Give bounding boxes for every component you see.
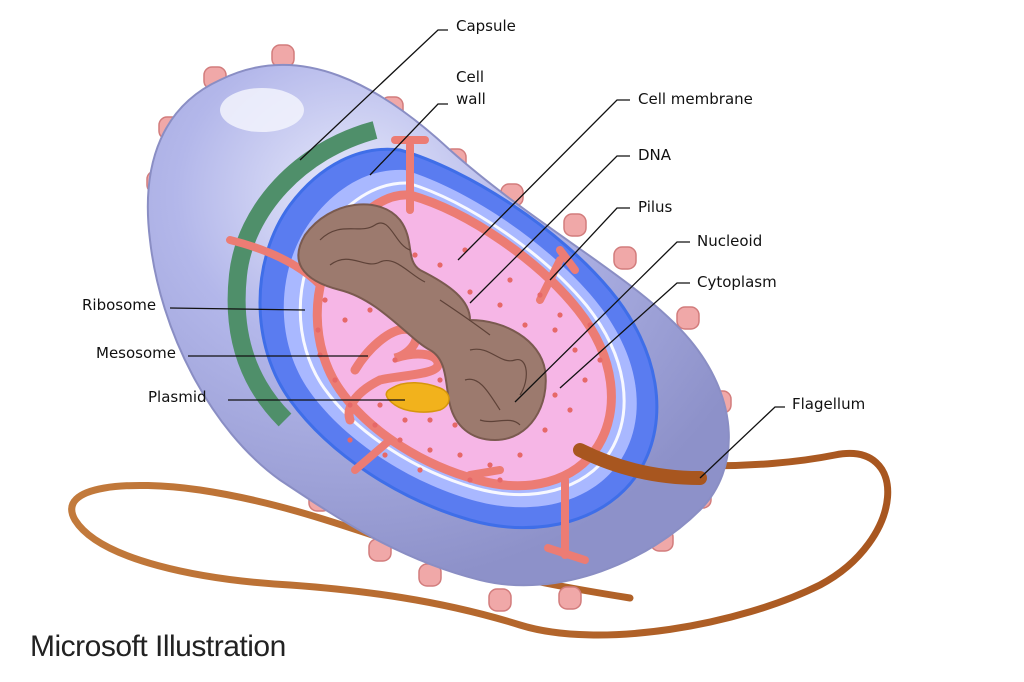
ribosome-dot	[332, 377, 338, 383]
ribosome-dot	[397, 437, 403, 443]
ribosome-dot	[487, 462, 493, 468]
ribosome-dot	[522, 322, 528, 328]
cell-wall-outer	[227, 121, 378, 427]
ribosome-dot	[315, 327, 321, 333]
ribosome-dot	[322, 297, 328, 303]
label-nucleoid: Nucleoid	[697, 232, 762, 250]
ribosome-dot	[342, 317, 348, 323]
ribosome-dot	[557, 312, 563, 318]
ribosome-dot	[437, 262, 443, 268]
membrane-folds	[226, 136, 589, 564]
label-cell-wall-line2: wall	[456, 90, 486, 108]
label-cell-wall-line1: Cell	[456, 68, 484, 86]
ribosome-dot	[372, 422, 378, 428]
ribosome-dot	[457, 452, 463, 458]
ribosome-dot	[412, 252, 418, 258]
label-ribosome: Ribosome	[82, 296, 156, 314]
flagellum-base	[573, 443, 707, 485]
label-capsule: Capsule	[456, 17, 516, 35]
label-cytoplasm: Cytoplasm	[697, 273, 777, 291]
pilus-bump	[613, 246, 637, 270]
label-pilus: Pilus	[638, 198, 673, 216]
ribosome-dot	[392, 357, 398, 363]
labels: Capsule Cell wall Cell membrane DNA Pilu…	[82, 17, 865, 413]
plasmid	[385, 382, 450, 413]
ribosome-dot	[382, 452, 388, 458]
pilus-bump	[558, 586, 582, 610]
ribosome-dot	[467, 477, 473, 483]
ribosome-dot	[377, 402, 383, 408]
ribosome-dot	[552, 327, 558, 333]
ribosome-dot	[572, 347, 578, 353]
ribosome-dot	[452, 422, 458, 428]
pilus-bump	[563, 213, 587, 237]
ribosome-dot	[467, 289, 473, 295]
nucleoid	[297, 203, 547, 442]
ribosome-dot	[427, 447, 433, 453]
pilus-bump	[676, 306, 700, 330]
ribosome-dot	[507, 277, 513, 283]
leader-lines	[169, 29, 785, 479]
ribosome-dot	[552, 392, 558, 398]
ribosome-dot	[497, 302, 503, 308]
label-mesosome: Mesosome	[96, 344, 176, 362]
ribosome-dot	[567, 407, 573, 413]
image-credit: Microsoft Illustration	[30, 630, 286, 663]
ribosome-dot	[517, 452, 523, 458]
label-plasmid: Plasmid	[148, 388, 207, 406]
ribosome-dot	[582, 377, 588, 383]
label-flagellum: Flagellum	[792, 395, 865, 413]
ribosome-dot	[542, 427, 548, 433]
ribosome-dot	[347, 402, 353, 408]
pilus-bump	[488, 588, 512, 612]
ribosome-dot	[402, 417, 408, 423]
label-cell-membrane: Cell membrane	[638, 90, 753, 108]
ribosome-dot	[537, 292, 543, 298]
ribosome-dot	[347, 437, 353, 443]
ribosome-dot	[597, 357, 603, 363]
ribosome-dot	[317, 352, 323, 358]
ribosome-dot	[367, 307, 373, 313]
pilus-bump	[271, 44, 295, 68]
ribosome-dot	[427, 417, 433, 423]
ribosome-dot	[497, 477, 503, 483]
ribosome-dot	[437, 377, 443, 383]
label-dna: DNA	[638, 146, 672, 164]
ribosome-dot	[417, 467, 423, 473]
